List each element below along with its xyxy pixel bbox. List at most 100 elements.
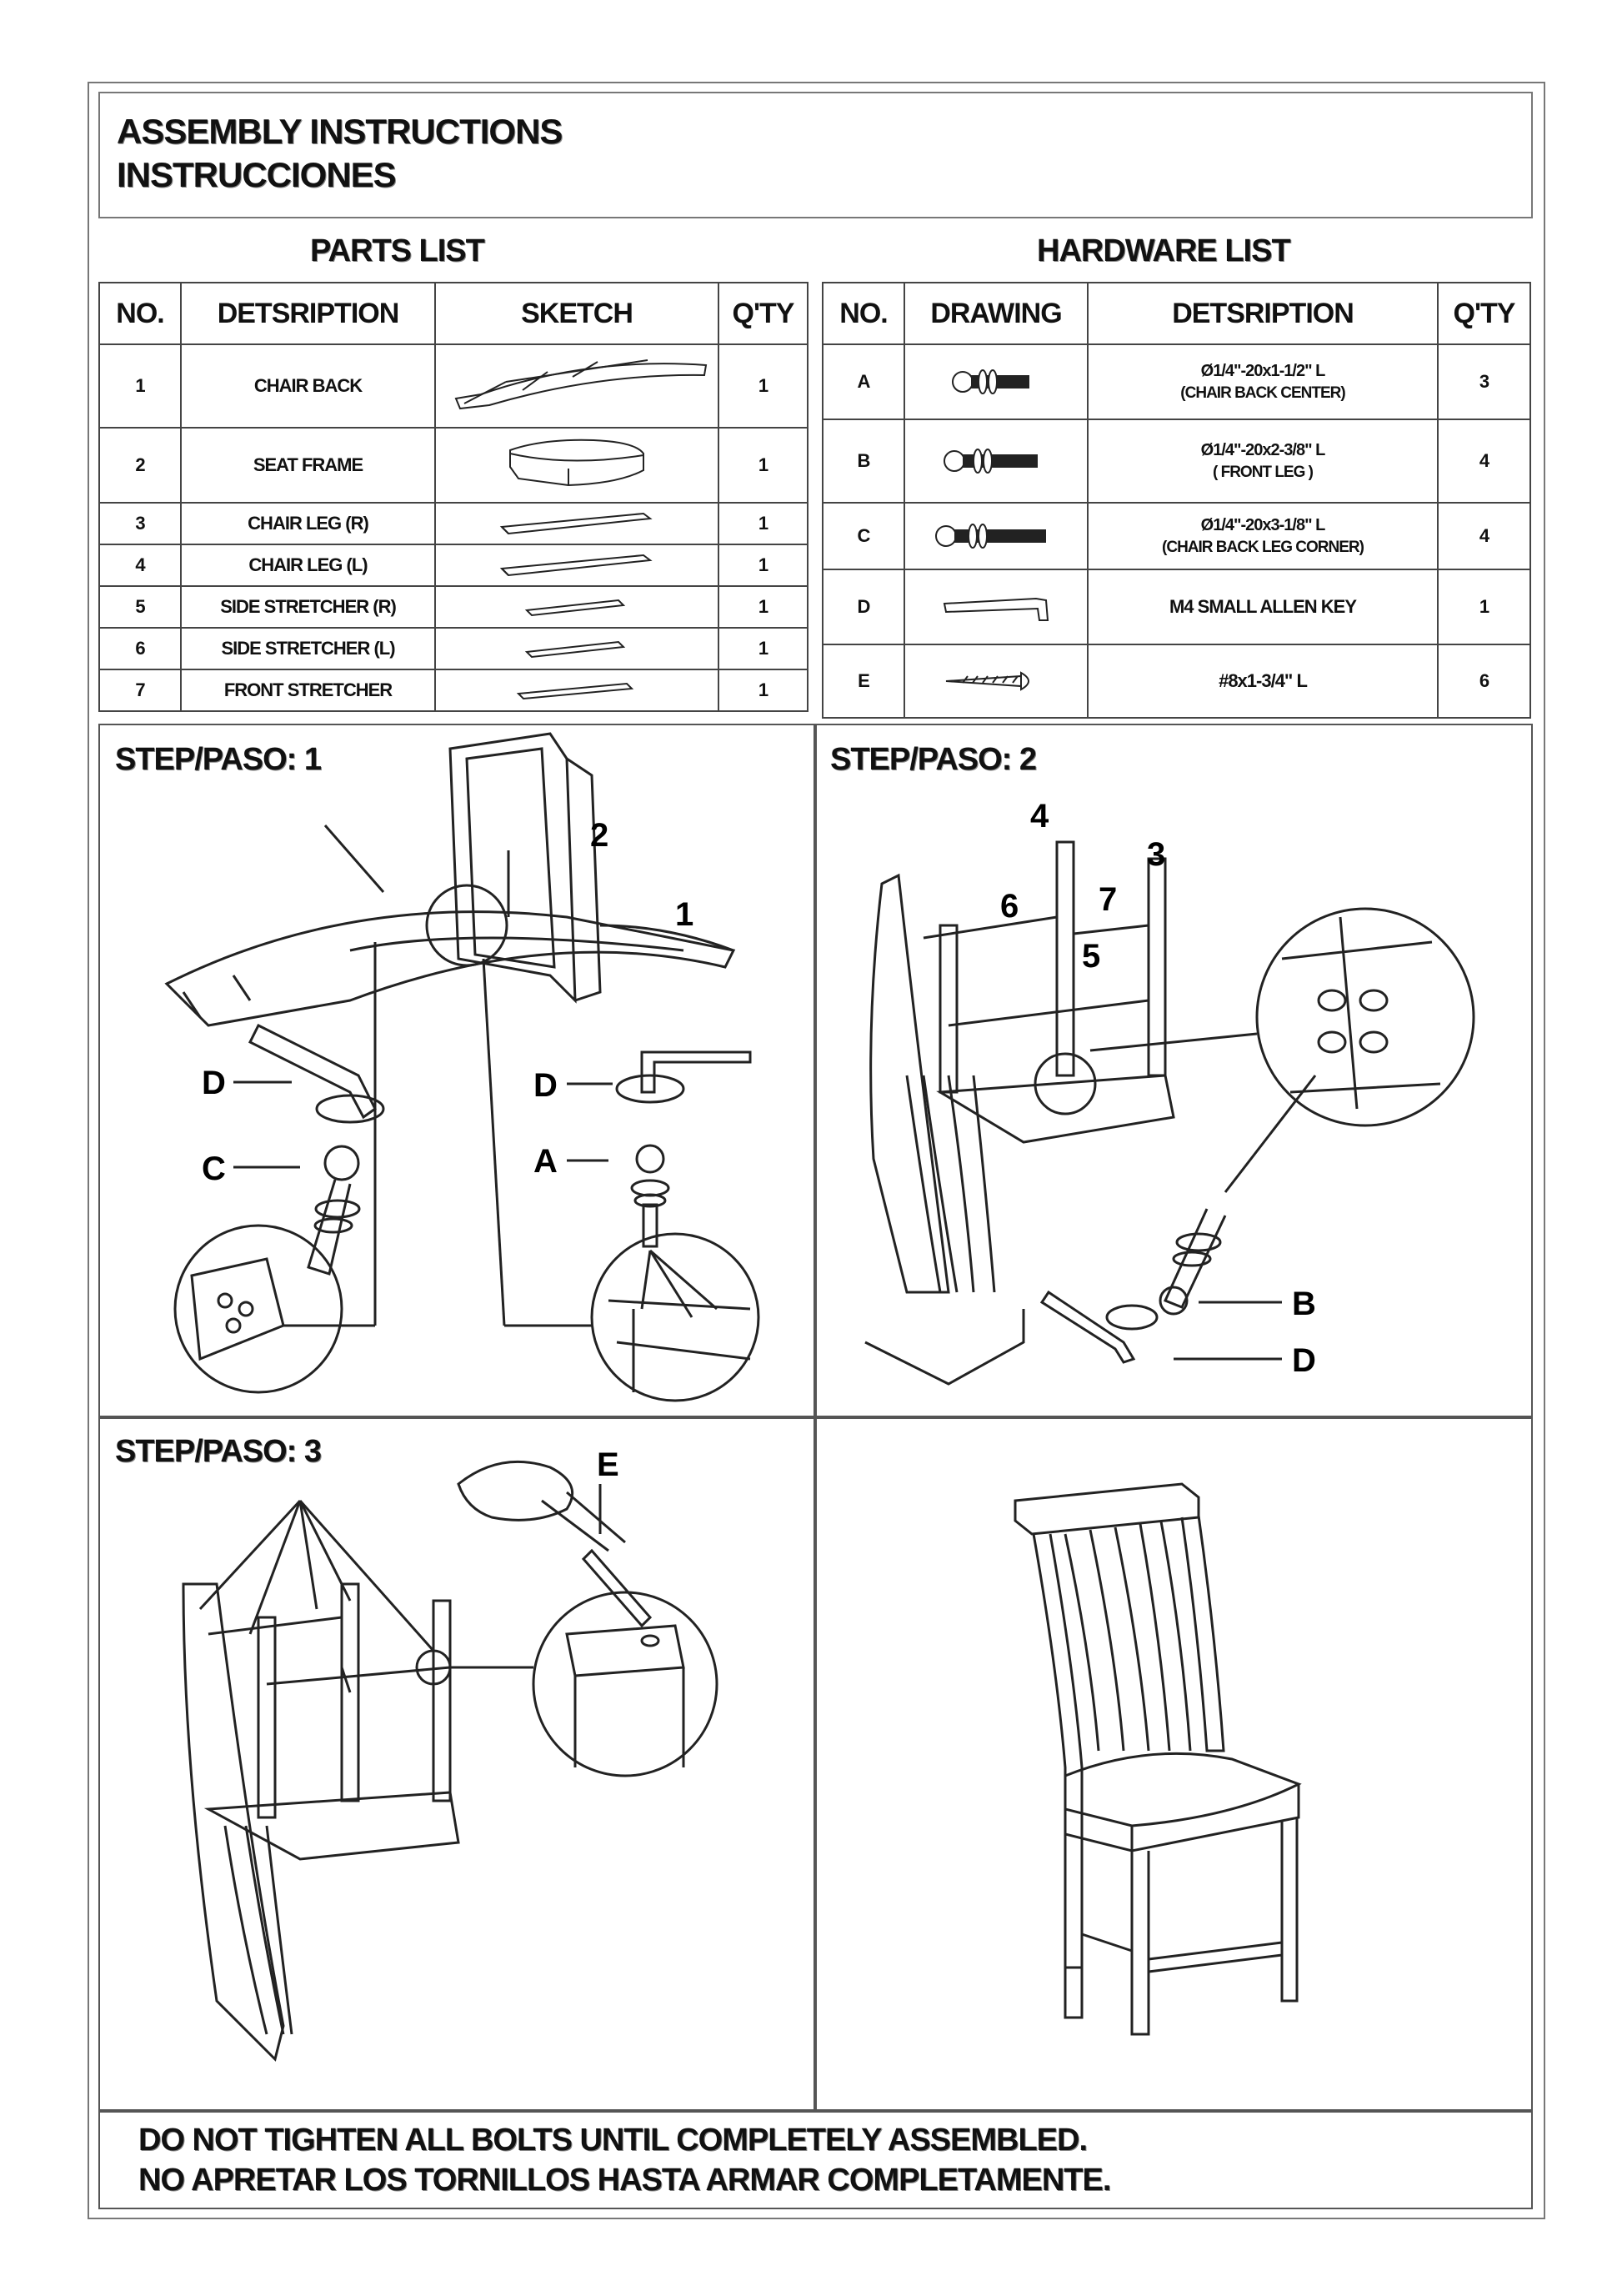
step-2-illustration: 4 3 6 7 5 B D	[864, 798, 1475, 1386]
table-row: 5 SIDE STRETCHER (R) 1	[98, 585, 808, 629]
part-no: 7	[98, 669, 182, 712]
callout-7: 7	[1099, 881, 1117, 918]
hardware-no: C	[822, 502, 905, 570]
part-description: SIDE STRETCHER (L)	[180, 627, 436, 670]
hardware-no: B	[822, 419, 905, 504]
step-3-illustration: E	[182, 1446, 718, 2062]
hardware-note: (CHAIR BACK LEG CORNER)	[1162, 538, 1364, 556]
hardware-description: Ø1/4"-20x3-1/8" L	[1200, 515, 1326, 534]
part-description: SIDE STRETCHER (R)	[180, 585, 436, 629]
wood-screw-icon	[904, 644, 1089, 719]
table-row: E #8x1-3/4" L 6	[822, 644, 1531, 719]
part-no: 2	[98, 427, 182, 504]
callout-d-right: D	[533, 1067, 558, 1104]
step-1-label: STEP/PASO: 1	[115, 742, 322, 777]
finished-chair-illustration	[1014, 1482, 1302, 2036]
callout-3: 3	[1147, 836, 1165, 873]
stretcher-sketch	[434, 585, 719, 629]
title-english: ASSEMBLY INSTRUCTIONS	[117, 112, 563, 151]
part-no: 4	[98, 544, 182, 587]
step-1-panel: STEP/PASO: 1	[98, 724, 817, 1419]
hardware-note: ( FRONT LEG )	[1213, 463, 1314, 481]
bolt-icon	[904, 343, 1089, 420]
col-header-qty: Q'TY	[1437, 282, 1531, 345]
leg-sketch	[434, 502, 719, 545]
step-3-panel: STEP/PASO: 3	[98, 1416, 817, 2113]
step-2-label: STEP/PASO: 2	[830, 742, 1037, 777]
part-qty: 1	[718, 669, 808, 712]
callout-1: 1	[675, 896, 693, 933]
col-header-no: NO.	[98, 282, 182, 345]
hardware-no: E	[822, 644, 905, 719]
step-2-panel: STEP/PASO: 2	[814, 724, 1533, 1419]
bolt-icon	[904, 419, 1089, 504]
title-spanish: INSTRUCCIONES	[117, 155, 397, 194]
part-description: CHAIR LEG (L)	[180, 544, 436, 587]
callout-b: B	[1292, 1286, 1316, 1322]
part-description: CHAIR BACK	[180, 343, 436, 429]
warning-english: DO NOT TIGHTEN ALL BOLTS UNTIL COMPLETEL…	[138, 2123, 1088, 2158]
table-row: B Ø1/4"-20x2-3/8" L ( FRONT LEG ) 4	[822, 419, 1531, 504]
col-header-no: NO.	[822, 282, 905, 345]
part-description: SEAT FRAME	[180, 427, 436, 504]
hardware-qty: 1	[1437, 569, 1531, 645]
leg-sketch	[434, 544, 719, 587]
parts-table: NO. DETSRIPTION SKETCH Q'TY 1 CHAIR BACK…	[98, 282, 808, 712]
allen-key-icon	[904, 569, 1089, 645]
part-no: 1	[98, 343, 182, 429]
hardware-description: M4 SMALL ALLEN KEY	[1087, 569, 1439, 645]
callout-c: C	[202, 1151, 226, 1187]
table-row: 2 SEAT FRAME 1	[98, 427, 808, 504]
callout-2: 2	[590, 817, 608, 854]
table-row: 6 SIDE STRETCHER (L) 1	[98, 627, 808, 670]
hardware-no: A	[822, 343, 905, 420]
part-description: CHAIR LEG (R)	[180, 502, 436, 545]
step-1-illustration: 2 1 D C D A	[164, 732, 760, 1402]
hardware-qty: 6	[1437, 644, 1531, 719]
part-qty: 1	[718, 585, 808, 629]
callout-e: E	[597, 1446, 619, 1483]
col-header-qty: Q'TY	[718, 282, 808, 345]
col-header-description: DETSRIPTION	[180, 282, 436, 345]
stretcher-sketch	[434, 627, 719, 670]
hardware-header-row: NO. DRAWING DETSRIPTION Q'TY	[822, 282, 1531, 345]
table-row: 3 CHAIR LEG (R) 1	[98, 502, 808, 545]
table-row: A Ø1/4"-20x1-1/2" L (CHAIR BACK CENTER) …	[822, 343, 1531, 420]
warning-spanish: NO APRETAR LOS TORNILLOS HASTA ARMAR COM…	[138, 2163, 1111, 2198]
parts-list-title: PARTS LIST	[310, 233, 485, 268]
part-qty: 1	[718, 427, 808, 504]
part-qty: 1	[718, 502, 808, 545]
hardware-description: #8x1-3/4" L	[1087, 644, 1439, 719]
part-no: 6	[98, 627, 182, 670]
part-qty: 1	[718, 544, 808, 587]
finished-chair-panel	[814, 1416, 1533, 2113]
hardware-qty: 3	[1437, 343, 1531, 420]
col-header-sketch: SKETCH	[434, 282, 719, 345]
instruction-sheet	[88, 82, 1545, 2219]
step-3-label: STEP/PASO: 3	[115, 1434, 322, 1469]
hardware-description: Ø1/4"-20x2-3/8" L	[1200, 440, 1326, 459]
callout-a: A	[533, 1143, 558, 1180]
callout-5: 5	[1082, 938, 1100, 975]
chair-back-sketch	[434, 343, 719, 429]
part-no: 3	[98, 502, 182, 545]
hardware-list-title: HARDWARE LIST	[1037, 233, 1291, 268]
table-row: D M4 SMALL ALLEN KEY 1	[822, 569, 1531, 645]
part-no: 5	[98, 585, 182, 629]
hardware-note: (CHAIR BACK CENTER)	[1180, 384, 1345, 402]
part-qty: 1	[718, 343, 808, 429]
stretcher-sketch	[434, 669, 719, 712]
part-description: FRONT STRETCHER	[180, 669, 436, 712]
col-header-drawing: DRAWING	[904, 282, 1089, 345]
hardware-description: Ø1/4"-20x1-1/2" L	[1200, 361, 1326, 380]
table-row: 1 CHAIR BACK 1	[98, 343, 808, 429]
table-row: C Ø1/4"-20x3-1/8" L (CHAIR BACK LEG CORN…	[822, 502, 1531, 570]
hardware-no: D	[822, 569, 905, 645]
part-qty: 1	[718, 627, 808, 670]
title-block: ASSEMBLY INSTRUCTIONS INSTRUCCIONES	[98, 92, 1533, 218]
callout-4: 4	[1030, 798, 1049, 835]
hardware-table: NO. DRAWING DETSRIPTION Q'TY A Ø1/4"-20x…	[822, 282, 1531, 719]
hardware-qty: 4	[1437, 419, 1531, 504]
warning-footer: DO NOT TIGHTEN ALL BOLTS UNTIL COMPLETEL…	[98, 2109, 1533, 2209]
col-header-description: DETSRIPTION	[1087, 282, 1439, 345]
